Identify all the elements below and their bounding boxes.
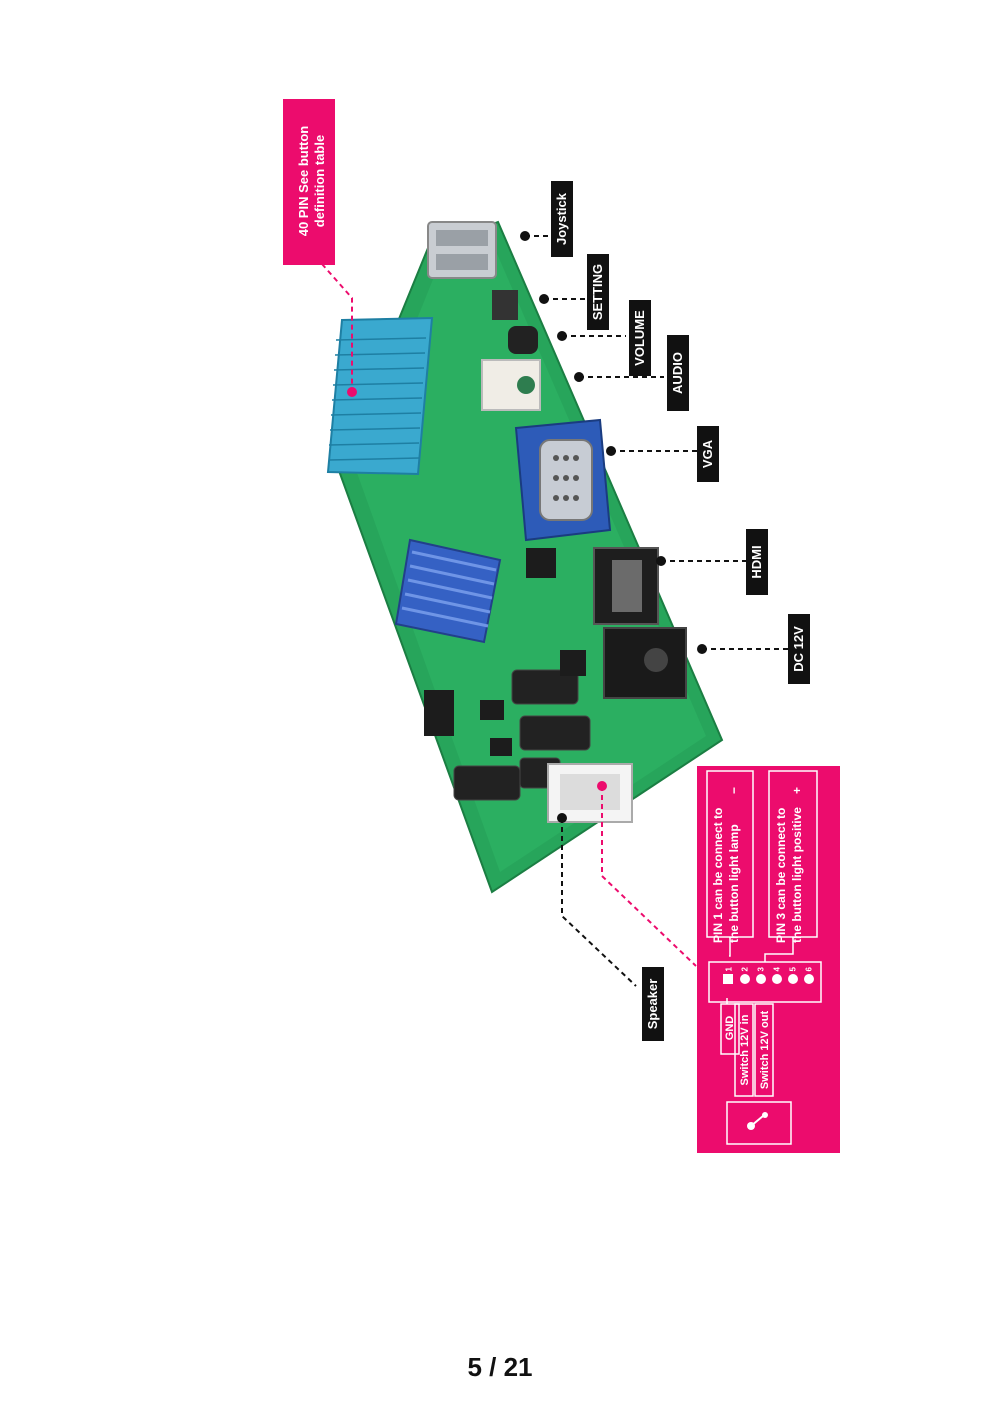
pin3-line2: the button light positive — [790, 807, 804, 943]
label-joystick: Joystick — [551, 181, 573, 257]
usb-ports — [427, 221, 497, 279]
label-audio: AUDIO — [667, 335, 689, 411]
magenta-leaders — [321, 263, 697, 967]
pin-number: 3 — [756, 967, 766, 972]
label-vga: VGA — [697, 426, 719, 482]
pin-number: 4 — [772, 967, 782, 972]
pin-definition-panel: PIN 1 can be connect to the button light… — [697, 766, 840, 1153]
pin-number: 1 — [724, 967, 734, 972]
pin40-line2: definition table — [312, 134, 327, 228]
pin-panel-drawing — [706, 770, 822, 1145]
label-setting: SETTING — [587, 254, 609, 330]
setting-switch — [492, 290, 518, 320]
switch-out-label: Switch 12V out — [759, 1010, 771, 1090]
40pin-connector — [326, 316, 434, 476]
pin-number: 6 — [804, 967, 814, 972]
pin1-line2: the button light lamp — [727, 824, 741, 943]
switch-in-label: Switch 12V in — [739, 1014, 751, 1086]
label-hdmi: HDMI — [746, 529, 768, 595]
chips — [424, 548, 586, 756]
pin3-description: PIN 3 can be connect to the button light… — [773, 783, 813, 949]
vga-connector — [514, 418, 612, 542]
pin40-callout: 40 PIN See button definition table — [283, 99, 335, 265]
heat-sink — [394, 538, 502, 644]
pin-numbers: 1 2 3 4 5 6 — [721, 963, 821, 975]
leader-dots — [520, 231, 707, 823]
magenta-dot-40pin — [347, 387, 357, 397]
pin1-description: PIN 1 can be connect to the button light… — [710, 783, 750, 949]
speaker-connector — [547, 763, 633, 823]
gnd-label: GND — [724, 1015, 736, 1041]
light-icon — [747, 1112, 768, 1130]
label-volume: VOLUME — [629, 300, 651, 376]
magenta-dot-speaker — [597, 781, 607, 791]
dc-jack — [603, 627, 687, 699]
pin1-sign: − — [727, 787, 741, 795]
pin-number: 5 — [788, 967, 798, 972]
pin3-line1: PIN 3 can be connect to — [774, 807, 788, 943]
pin3-sign: + — [790, 787, 804, 795]
pin40-line1: 40 PIN See button — [296, 125, 311, 237]
label-speaker: Speaker — [642, 967, 664, 1041]
label-dc12v: DC 12V — [788, 614, 810, 684]
pin-number: 2 — [740, 967, 750, 972]
volume-knob — [508, 326, 538, 354]
page-number: 5 / 21 — [467, 1352, 533, 1382]
pin1-line1: PIN 1 can be connect to — [711, 807, 725, 943]
hdmi-port — [593, 547, 659, 625]
